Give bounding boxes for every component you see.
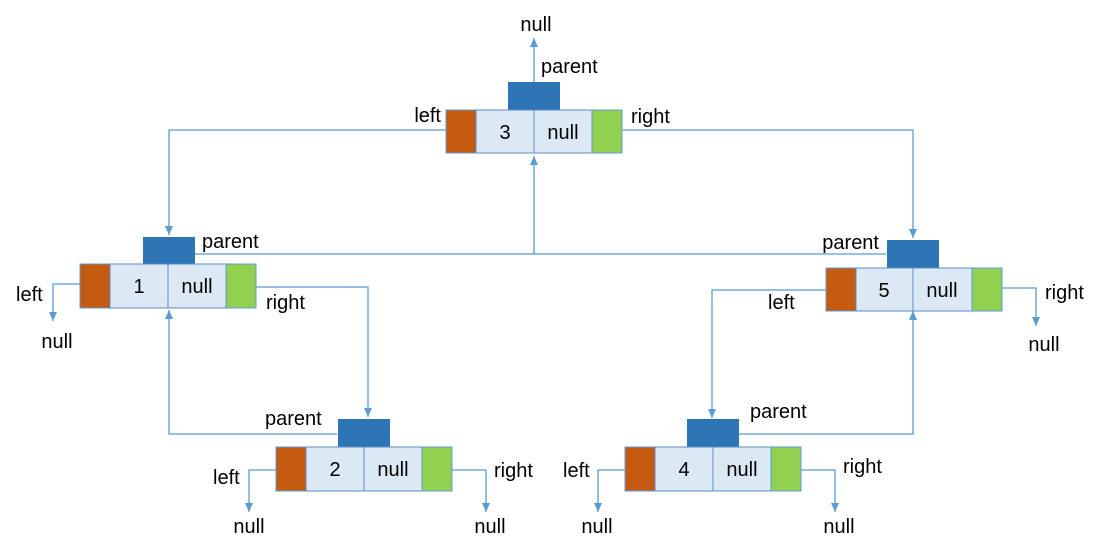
right-pointer-cell — [770, 446, 802, 492]
n3-left-arrow — [165, 129, 446, 235]
parent-label: parent — [822, 232, 879, 254]
n1-right-arrow — [256, 286, 372, 417]
n4-parent-arrow — [738, 311, 917, 435]
n5-right-arrow — [1002, 287, 1040, 326]
n1-left-arrow — [49, 283, 80, 321]
parent-label: parent — [750, 401, 807, 423]
null-label: null — [823, 516, 854, 538]
parent-pointer-cell — [887, 240, 939, 268]
node-value: 4 — [678, 459, 689, 481]
parent-pointer-cell — [143, 237, 195, 264]
left-label: left — [563, 460, 590, 482]
node-3: 3 null — [445, 82, 623, 154]
node-2: 2 null — [275, 419, 453, 492]
null-label: null — [581, 516, 612, 538]
parent-label: parent — [541, 56, 598, 78]
parent-label: parent — [202, 231, 259, 253]
node-value: 3 — [499, 122, 510, 144]
right-label: right — [1045, 282, 1084, 304]
node-1: 1 null — [79, 237, 257, 309]
node-4: 4 null — [624, 419, 802, 492]
null-label: null — [1028, 334, 1059, 356]
right-pointer-cell — [225, 263, 257, 309]
node-value: 5 — [878, 280, 889, 302]
left-label: left — [16, 284, 43, 306]
n5-left-arrow — [708, 289, 826, 418]
connectors — [49, 38, 1040, 512]
parent-label: parent — [265, 408, 322, 430]
n4-left-arrow — [594, 469, 625, 512]
left-pointer-cell — [445, 109, 477, 154]
n2-right-arrow — [452, 469, 490, 512]
n2-left-arrow — [245, 469, 276, 512]
left-label: left — [213, 467, 240, 489]
null-label: null — [474, 516, 505, 538]
parent-pointer-cell — [687, 419, 739, 447]
n4-right-arrow — [801, 469, 839, 512]
node-5: 5 null — [825, 240, 1003, 312]
null-label: null — [41, 331, 72, 353]
null-label: null — [233, 516, 264, 538]
left-pointer-cell — [624, 446, 656, 492]
node-field: null — [926, 280, 957, 302]
right-label: right — [631, 106, 670, 128]
null-label: null — [520, 14, 551, 36]
left-pointer-cell — [79, 263, 111, 309]
left-label: left — [768, 292, 795, 314]
right-pointer-cell — [971, 267, 1003, 312]
left-label: left — [414, 105, 441, 127]
node-field: null — [377, 459, 408, 481]
node-field: null — [726, 459, 757, 481]
right-pointer-cell — [421, 446, 453, 492]
node-field: null — [181, 276, 212, 298]
node-value: 2 — [329, 459, 340, 481]
left-pointer-cell — [825, 267, 857, 312]
n2-parent-arrow — [165, 310, 337, 435]
parent-pointer-cell — [508, 82, 560, 110]
parent-pointer-cell — [338, 419, 390, 447]
left-pointer-cell — [275, 446, 307, 492]
labels: null parent left right parent left right… — [16, 14, 1084, 538]
right-label: right — [266, 292, 305, 314]
node-field: null — [547, 122, 578, 144]
right-pointer-cell — [591, 109, 623, 154]
right-label: right — [494, 460, 533, 482]
node-value: 1 — [133, 276, 144, 298]
right-label: right — [843, 456, 882, 478]
n3-right-arrow — [622, 129, 917, 238]
